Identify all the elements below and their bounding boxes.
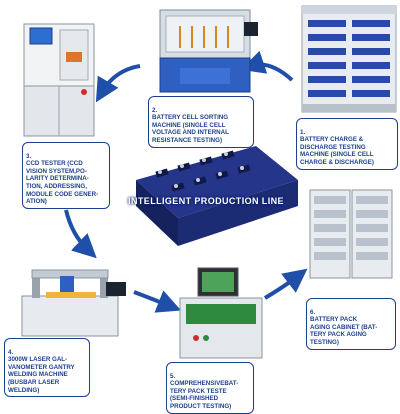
step-2-number: 2. [152, 106, 158, 114]
step-1-text: BATTERY CHARGE & DISCHARGE TESTING MACHI… [300, 136, 374, 166]
step-2-text: BATTERY CELL SORTING MACHINE (SINGLE CEL… [152, 114, 229, 144]
step-5-label: 5. COMPREHENSIVEBAT- TERY PACK TESTE (SE… [166, 362, 254, 414]
pack-tester-illustration [179, 267, 263, 359]
flow-arrows [64, 50, 308, 313]
charge-discharge-machine-illustration [301, 5, 397, 113]
step-3-text: CCD TESTER (CCD VISION SYSTEM,PO- LARITY… [26, 160, 99, 206]
step-5-number: 5. [170, 372, 176, 380]
step-6-text: BATTERY PACK AGING CABINET (BAT- TERY PA… [310, 316, 378, 346]
step-1-label: 1. BATTERY CHARGE & DISCHARGE TESTING MA… [296, 118, 398, 170]
step-1-number: 1. [300, 128, 306, 136]
step-4-number: 4. [8, 348, 14, 356]
ccd-tester-illustration [23, 23, 95, 137]
step-3-number: 3. [26, 152, 32, 160]
arrow-1-to-2 [240, 50, 294, 82]
step-6-label: 6. BATTERY PACK AGING CABINET (BAT- TERY… [306, 298, 396, 350]
step-4-text: 3000W LASER GAL- VANOMETER GANTRY WELDIN… [8, 356, 75, 394]
arrow-4-to-5 [133, 290, 182, 313]
aging-cabinet-illustration [309, 189, 393, 279]
step-3-label: 3. CCD TESTER (CCD VISION SYSTEM,PO- LAR… [22, 142, 110, 209]
step-4-label: 4. 3000W LASER GAL- VANOMETER GANTRY WEL… [4, 338, 90, 398]
arrow-5-to-6 [263, 268, 308, 300]
step-5-text: COMPREHENSIVEBAT- TERY PACK TESTE (SEMI-… [170, 380, 239, 410]
arrow-2-to-3 [95, 64, 141, 103]
step-2-label: 2. BATTERY CELL SORTING MACHINE (SINGLE … [148, 96, 254, 148]
arrow-3-to-4 [64, 209, 97, 259]
production-line-title: INTELLIGENT PRODUCTION LINE [128, 196, 284, 206]
step-6-number: 6. [310, 308, 316, 316]
battery-pack-illustration [136, 146, 298, 246]
laser-welding-machine-illustration [21, 269, 126, 337]
cell-sorting-machine-illustration [159, 9, 258, 93]
